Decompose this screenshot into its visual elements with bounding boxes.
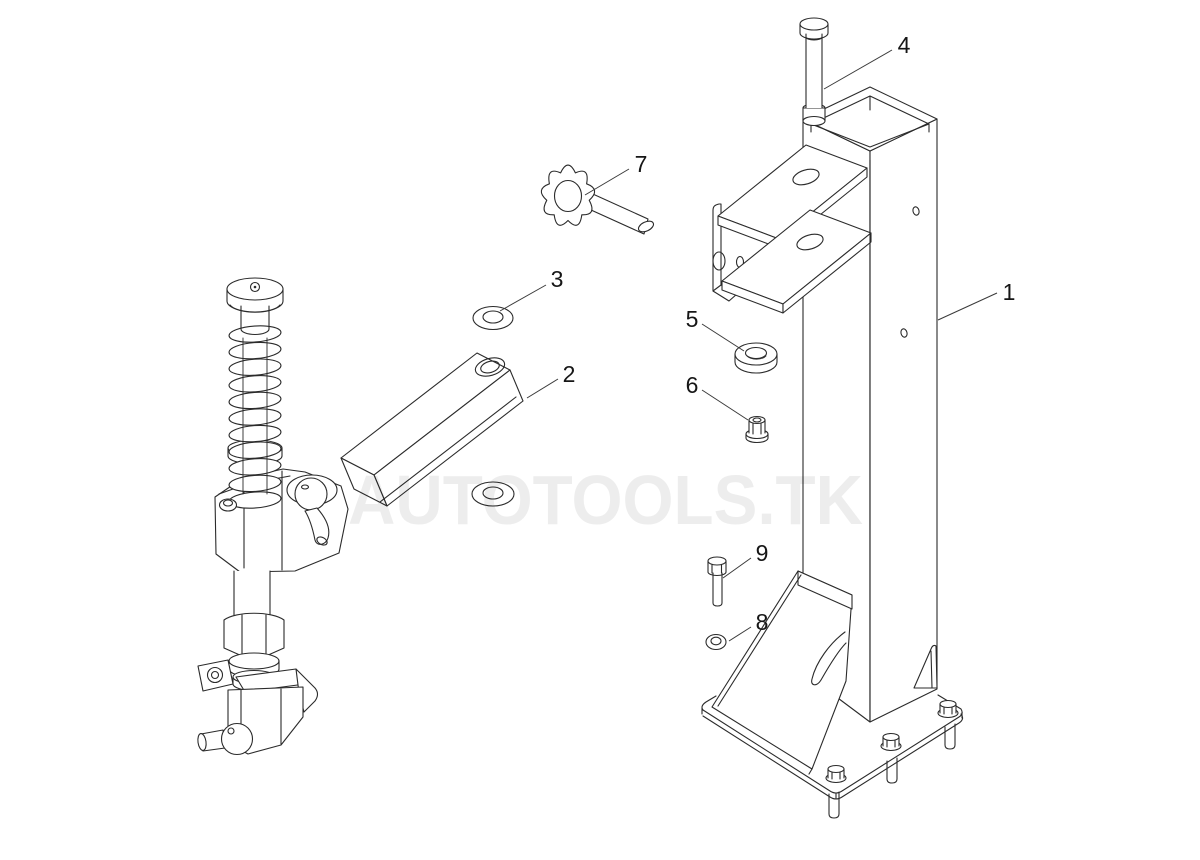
anchor-stud [944,723,956,750]
hex-bolt [937,699,959,719]
hex-bolt-9 [707,556,727,607]
leader-line-7 [584,168,630,196]
locking-pin [799,17,829,127]
part-label-8: 8 [756,609,769,635]
shaft-cap [226,277,284,336]
leader-line-2 [526,378,559,399]
anchor-stud [828,791,840,819]
column-top-opening [810,95,930,148]
bracket-hole [792,168,820,186]
washer-8 [705,633,727,651]
arm-hole-boss [474,357,506,377]
anchor-stud [886,757,898,784]
part-label-9: 9 [756,540,769,566]
part-label-5: 5 [686,306,699,332]
threaded-shaft [227,325,283,509]
ramp-gusset [711,570,853,775]
flange-nut [745,415,769,444]
watermark: AUTOTOOLS.TK [348,461,863,539]
arm-hole [480,360,500,374]
spacer-washer [734,342,778,374]
hex-bolt [880,732,902,752]
leader-line-3 [499,284,547,312]
leader-line-8 [728,626,752,642]
leader-line-9 [722,557,752,579]
base-plate [701,694,964,819]
column-bracket [712,144,872,723]
leader-line-6 [701,389,749,421]
column-hole [900,328,908,338]
base-bolts [825,699,959,784]
washers-left [471,305,515,507]
part-label-4: 4 [898,32,911,58]
column-right-face [869,118,938,723]
hex-section [223,612,285,657]
part-label-1: 1 [1003,279,1016,305]
leader-line-5 [701,323,745,352]
bracket-hole [796,233,824,251]
column-hole [912,206,920,216]
lever-ball [294,477,328,511]
arm-bar-end [340,457,388,507]
swing-arm-assembly [197,277,524,756]
part-label-3: 3 [551,266,564,292]
part-label-7: 7 [635,151,648,177]
knob-with-shaft [540,164,655,235]
hex-bolt [825,764,847,784]
leader-line-1 [937,292,998,321]
head-ball [220,722,254,756]
mount-head [197,668,319,756]
fin-gusset [913,644,938,689]
part-label-6: 6 [686,372,699,398]
part-labels: 1 2 3 4 5 6 7 8 9 [499,32,1016,642]
leader-line-4 [823,49,893,90]
star-knob [540,164,596,226]
lock-lever [218,477,330,546]
part-label-2: 2 [563,361,576,387]
